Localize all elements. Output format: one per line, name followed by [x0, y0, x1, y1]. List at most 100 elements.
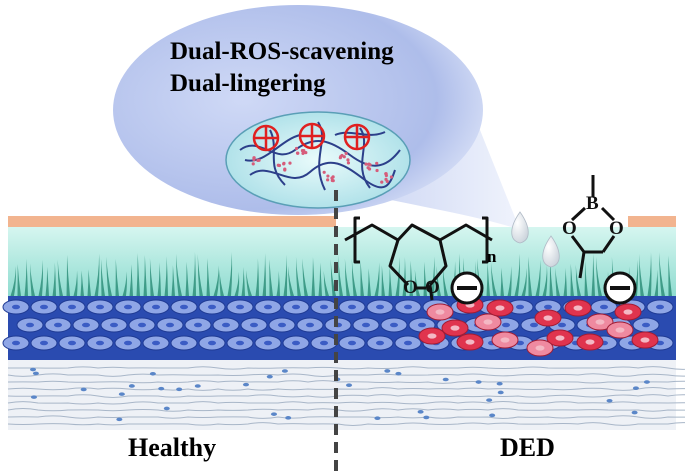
boronate-oxygen-2: O — [609, 218, 624, 239]
minus-icon — [450, 271, 484, 305]
aqueous-layer — [8, 227, 676, 296]
stroma-nucleus — [281, 369, 288, 373]
mucin-strand — [129, 264, 133, 296]
mucin-strand — [500, 267, 504, 296]
mucin-strand — [360, 260, 364, 296]
mucin-strand — [311, 257, 315, 296]
mucin-strand — [521, 267, 527, 296]
stroma-nucleus — [497, 390, 504, 395]
mucin-strand — [654, 269, 659, 296]
epithelial-nucleus — [544, 304, 552, 310]
stroma-nucleus — [270, 412, 277, 416]
mucin-strand — [255, 258, 259, 296]
left-bracket — [353, 216, 360, 264]
mucin-strand — [288, 266, 294, 296]
epithelial-nucleus — [68, 340, 76, 346]
epithelial-nucleus — [194, 322, 202, 328]
epithelial-nucleus — [516, 304, 524, 310]
mucin-strand — [549, 260, 553, 296]
epithelial-nucleus — [54, 322, 62, 328]
epithelial-nucleus — [558, 322, 566, 328]
inflamed-nucleus — [543, 315, 553, 321]
ros-particle — [346, 161, 351, 165]
epithelial-nucleus — [376, 340, 384, 346]
stroma-fiber — [7, 366, 685, 370]
stroma-nucleus — [80, 387, 87, 392]
inflamed-nucleus — [555, 335, 565, 341]
stroma-nucleus — [242, 382, 249, 387]
mucin-strand — [246, 270, 252, 296]
polymer-subscript: n — [487, 247, 497, 266]
epithelial-nucleus — [152, 340, 160, 346]
epithelial-nucleus — [362, 322, 370, 328]
stroma-nucleus — [158, 386, 165, 391]
mucin-strand — [507, 266, 512, 296]
mucin-strand — [213, 265, 219, 296]
mucin-strand — [24, 258, 28, 296]
stroma-nucleus — [116, 417, 123, 422]
mucin-strand — [381, 265, 385, 296]
inflamed-nucleus — [623, 309, 633, 315]
epithelial-nucleus — [320, 304, 328, 310]
bubble-title-line1: Dual-ROS-scavening — [170, 38, 394, 65]
bubble-title-line2: Dual-lingering — [170, 70, 326, 97]
mucin-strand — [633, 259, 639, 296]
mucin-strand — [555, 267, 560, 296]
stroma-nucleus — [486, 398, 493, 402]
mucin-strand — [143, 255, 147, 296]
mucin-strand — [596, 256, 602, 296]
inflamed-nucleus — [535, 345, 545, 351]
epithelial-nucleus — [96, 304, 104, 310]
mucin-strand — [206, 258, 210, 296]
ros-particle — [340, 153, 344, 158]
stroma-fiber — [7, 387, 685, 391]
mucin-strand — [647, 252, 652, 296]
stroma-nucleus — [176, 387, 183, 392]
epithelial-nucleus — [278, 322, 286, 328]
stroma-nucleus — [30, 395, 37, 399]
lipid-layer-right — [628, 216, 676, 227]
ros-particle — [384, 177, 388, 181]
mucin-strand — [295, 256, 301, 296]
mucin-strand — [171, 265, 175, 296]
epithelial-nucleus — [250, 322, 258, 328]
mucin-strand — [234, 271, 240, 296]
mucin-strand — [149, 258, 154, 296]
mucin-strand — [338, 254, 343, 296]
epithelial-nucleus — [264, 340, 272, 346]
mucin-strand — [570, 263, 574, 296]
mucin-strand — [94, 253, 100, 296]
ros-particle — [364, 162, 368, 166]
stroma-nucleus — [475, 380, 482, 384]
mucin-strand — [442, 266, 448, 296]
stroma-fibers — [7, 366, 685, 426]
stroma-fiber — [7, 401, 685, 405]
epithelial-nucleus — [124, 340, 132, 346]
inflamed-nucleus — [465, 339, 475, 345]
mucin-strand — [164, 256, 168, 296]
ros-particle — [331, 175, 335, 179]
mucin-strand — [491, 262, 497, 296]
stroma-nucleus — [442, 377, 449, 382]
ros-particle — [302, 149, 306, 153]
ros-particle — [384, 172, 388, 176]
ros-particle — [322, 170, 326, 174]
mucin-strand — [106, 256, 112, 296]
stroma-nuclei — [30, 367, 650, 422]
epithelial-nucleus — [138, 322, 146, 328]
stroma-nucleus — [128, 384, 135, 388]
mucin-strand — [66, 254, 70, 296]
epithelial-nucleus — [530, 322, 538, 328]
mucin-strand — [197, 253, 203, 296]
stroma-fiber — [7, 422, 685, 426]
ros-particle — [367, 167, 372, 171]
mucin-strand — [29, 263, 35, 296]
ros-particle — [326, 174, 330, 178]
inflamed-nucleus — [500, 337, 510, 343]
stroma-nucleus — [346, 383, 353, 387]
mucin-strand — [436, 265, 441, 296]
mucin-strand — [402, 257, 406, 296]
inflamed-nucleus — [435, 309, 445, 315]
mucin-strand — [192, 252, 196, 296]
ros-particle — [344, 151, 348, 156]
